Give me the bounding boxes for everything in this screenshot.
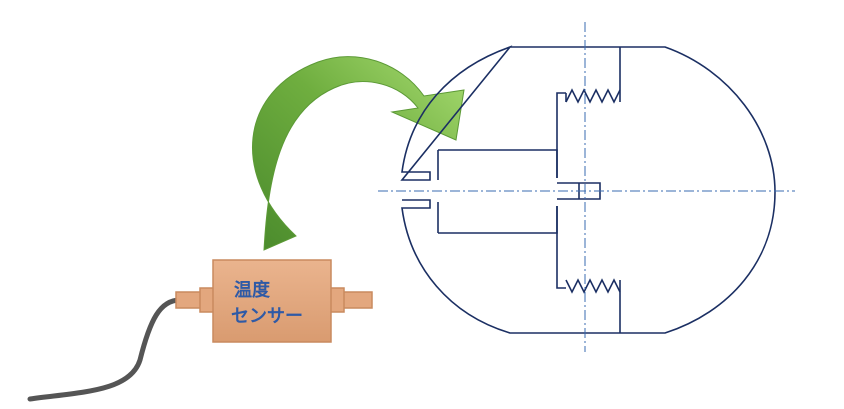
sensor-connector-right-tip: [329, 287, 345, 313]
mechanical-drawing: [400, 45, 776, 334]
curved-arrow-icon: [252, 56, 465, 251]
shaft-bottom: [438, 206, 558, 234]
sensor-cable: [27, 297, 183, 402]
sensor-connector-left-tip: [199, 287, 215, 313]
sensor-label-line2: センサー: [231, 306, 303, 327]
lower-thread: [565, 278, 621, 294]
outer-contour: [400, 45, 776, 334]
lower-stem: [556, 206, 566, 289]
sensor-body: [212, 259, 332, 343]
upper-thread: [565, 88, 621, 104]
shaft-top: [438, 149, 558, 178]
sensor-label-line1: 温度: [234, 279, 271, 301]
upper-stem: [556, 92, 566, 178]
